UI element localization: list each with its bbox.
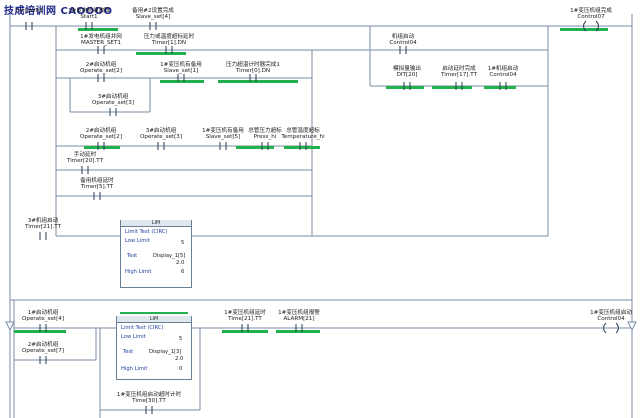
contact-tag[interactable]: Operate_set[7] — [21, 348, 65, 354]
test-label: Test — [123, 349, 134, 355]
contact-label: 1#变压机组报警 — [278, 310, 320, 316]
contact-label: 手动延时 — [73, 152, 97, 158]
high-limit-label: High Limit — [125, 269, 152, 275]
test-label: Test — [127, 253, 138, 259]
contact-label: 备用#2设置完成 — [132, 8, 174, 14]
contact-label: 3#启动机组 — [97, 94, 129, 100]
contact-tag[interactable]: Timer[21].TT — [25, 224, 61, 230]
output-label: 1#变压机组完成 — [570, 8, 612, 14]
contact-label: 1#变压机有备用 — [202, 128, 244, 134]
low-limit-label: Low Limit — [121, 334, 146, 340]
contact-tag[interactable]: Slave_set[5] — [205, 134, 241, 140]
contact-tag[interactable]: DIT[20] — [396, 72, 418, 78]
watermark: 技成培训网 CAOOOO — [4, 6, 113, 17]
test-value: 2.0 — [176, 260, 185, 266]
low-limit-label: Low Limit — [125, 238, 150, 244]
block-header: LIM — [117, 316, 191, 323]
contact-tag[interactable]: Slave_set[4] — [135, 14, 171, 20]
contact-tag[interactable]: Timer[17].TT — [441, 72, 477, 78]
contact-label: 2#启动机组 — [85, 62, 117, 68]
contact-tag[interactable]: Operate_set[2] — [79, 68, 123, 74]
test-tag[interactable]: Display_1[3] — [149, 349, 182, 355]
contact-tag[interactable]: Control03 — [15, 8, 43, 14]
contact-tag[interactable]: Operate_set[3] — [139, 134, 183, 140]
contact-label: 总管压力超标 — [248, 128, 282, 134]
limit-test-block[interactable]: LIM Limit Test (CIRC) Low Limit 5 Test D… — [116, 316, 192, 380]
contact-label: 总管温度超标 — [286, 128, 320, 134]
block-header: LIM — [121, 220, 191, 227]
contact-label: 3#启动机组 — [145, 128, 177, 134]
contact-label: 压力或温度超标延时 — [143, 34, 195, 40]
block-title: Limit Test (CIRC) — [125, 229, 168, 235]
contact-tag[interactable]: Timer[1].DN — [151, 40, 187, 46]
contact-tag[interactable]: Control04 — [489, 72, 517, 78]
high-limit-label: High Limit — [121, 366, 148, 372]
output-tag[interactable]: Control07 — [577, 14, 605, 20]
contact-tag[interactable]: Control04 — [389, 40, 417, 46]
contact-tag[interactable]: MASTER_SET1 — [81, 40, 121, 46]
contact-label: 1#发电机组并网 — [80, 34, 122, 40]
block-title: Limit Test (CIRC) — [121, 325, 164, 331]
contact-tag[interactable]: Timer[0].DN — [235, 68, 271, 74]
contact-tag[interactable]: Operate_set[2] — [79, 134, 123, 140]
contact-tag[interactable]: Press_hi — [253, 134, 277, 140]
contact-tag[interactable]: Time[21].TT — [228, 316, 262, 322]
low-limit-value[interactable]: 5 — [179, 336, 183, 342]
contact-label: 1#启动机组 — [27, 310, 59, 316]
contact-label: 1#发电机组故障 — [68, 8, 110, 14]
contact-label: 3#机组启动 — [27, 218, 59, 224]
contact-label: 1#变压机组启动超时计时 — [116, 392, 182, 398]
test-value: 2.0 — [175, 356, 184, 362]
limit-test-block[interactable]: LIM Limit Test (CIRC) Low Limit 5 Test D… — [120, 220, 192, 288]
contact-tag[interactable]: Temperature_hi — [281, 134, 325, 140]
output-tag[interactable]: Control04 — [597, 316, 625, 322]
contact-label: 1#机组启动 — [487, 66, 519, 72]
contact-tag[interactable]: Operate_set[4] — [21, 316, 65, 322]
contact-label: 机组启动 — [391, 34, 415, 40]
contact-label: 1#变压机有备用 — [160, 62, 202, 68]
high-limit-value[interactable]: 0 — [179, 366, 183, 372]
contact-tag[interactable]: Operate_set[3] — [91, 100, 135, 106]
contact-label: 模拟量输出 — [393, 66, 421, 72]
output-label: 1#变压机组启动 — [590, 310, 632, 316]
contact-label: 压力超温计时器完成1 — [226, 62, 280, 68]
contact-label: 启动延时完成 — [442, 66, 476, 72]
contact-tag[interactable]: ALARM[21] — [283, 316, 315, 322]
contact-label: 2#启动机组 — [27, 342, 59, 348]
contact-label: 1#变压机组延时 — [224, 310, 266, 316]
contact-tag[interactable]: Timer[20].TT — [67, 158, 103, 164]
contact-label: 2#启动机组 — [85, 128, 117, 134]
contact-tag[interactable]: Timer[5].TT — [80, 184, 114, 190]
contact-label: 备用机组延时 — [80, 178, 114, 184]
contact-tag[interactable]: Time[30].TT — [132, 398, 166, 404]
low-limit-value[interactable]: 5 — [181, 240, 185, 246]
contact-tag[interactable]: Slave_set[1] — [163, 68, 199, 74]
test-tag[interactable]: Display_1[5] — [153, 253, 186, 259]
contact-tag[interactable]: Start1 — [80, 14, 98, 20]
high-limit-value[interactable]: 6 — [181, 269, 185, 275]
